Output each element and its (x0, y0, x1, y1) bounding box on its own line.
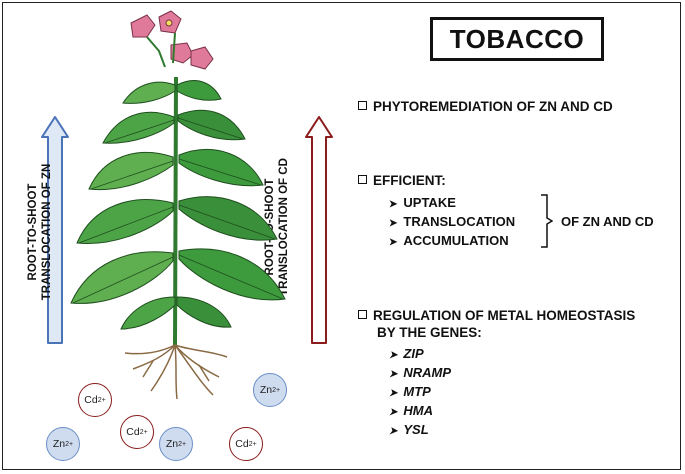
bullet-phytoremediation: PHYTOREMEDIATION OF ZN AND CD (358, 99, 613, 114)
arrowhead-bullet-icon: ➤ (389, 426, 398, 437)
arrowhead-bullet-icon: ➤ (389, 199, 398, 210)
checkbox-bullet-icon (358, 310, 367, 319)
bullet-regulation-line2: BY THE GENES: (377, 325, 482, 340)
page-title: TOBACCO (449, 23, 585, 54)
gene-nramp: ➤NRAMP (389, 365, 452, 380)
gene-mtp: ➤MTP (389, 384, 431, 399)
efficient-suffix: OF ZN AND CD (561, 214, 654, 229)
cd-translocation-arrow (305, 116, 333, 344)
figure-frame: ROOT-TO-SHOOT TRANSLOCATION OF ZN ROOT-T… (2, 2, 681, 470)
zn-arrow-label: ROOT-TO-SHOOT TRANSLOCATION OF ZN (27, 163, 53, 301)
efficient-item-accumulation: ➤ACCUMULATION (389, 233, 509, 248)
bullet-regulation: REGULATION OF METAL HOMEOSTASIS (358, 308, 635, 323)
checkbox-bullet-icon (358, 175, 367, 184)
arrowhead-bullet-icon: ➤ (389, 407, 398, 418)
arrowhead-bullet-icon: ➤ (389, 237, 398, 248)
arrowhead-bullet-icon: ➤ (389, 218, 398, 229)
gene-hma: ➤HMA (389, 403, 433, 418)
bracket (541, 194, 553, 248)
zn-translocation-arrow (41, 116, 69, 344)
efficient-item-translocation: ➤TRANSLOCATION (389, 214, 516, 229)
arrowhead-bullet-icon: ➤ (389, 369, 398, 380)
arrowhead-bullet-icon: ➤ (389, 350, 398, 361)
efficient-item-uptake: ➤UPTAKE (389, 195, 456, 210)
tobacco-plant-illustration (70, 10, 286, 400)
title-box: TOBACCO (430, 17, 604, 61)
bullet-efficient: EFFICIENT: (358, 173, 446, 188)
checkbox-bullet-icon (358, 101, 367, 110)
arrowhead-bullet-icon: ➤ (389, 388, 398, 399)
gene-ysl: ➤YSL (389, 422, 429, 437)
gene-zip: ➤ZIP (389, 346, 424, 361)
